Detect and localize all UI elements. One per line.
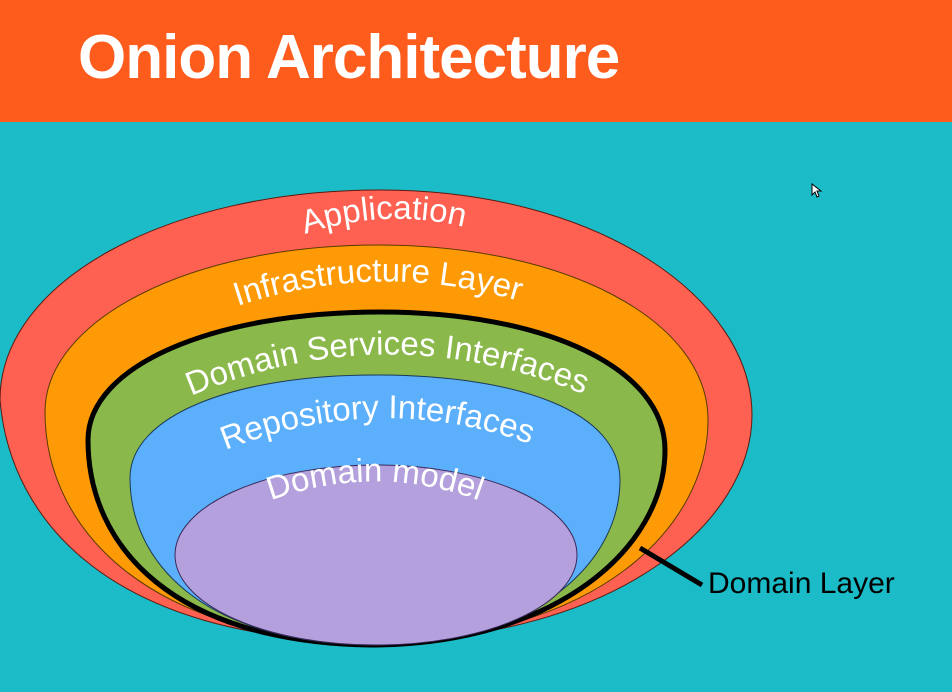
- mouse-cursor-icon: [811, 183, 823, 198]
- callout-line: [638, 545, 704, 588]
- layer-domain-model: [174, 464, 578, 646]
- callout-label: Domain Layer: [708, 567, 895, 600]
- title-bar: Onion Architecture: [0, 0, 952, 122]
- slide-title: Onion Architecture: [78, 23, 620, 92]
